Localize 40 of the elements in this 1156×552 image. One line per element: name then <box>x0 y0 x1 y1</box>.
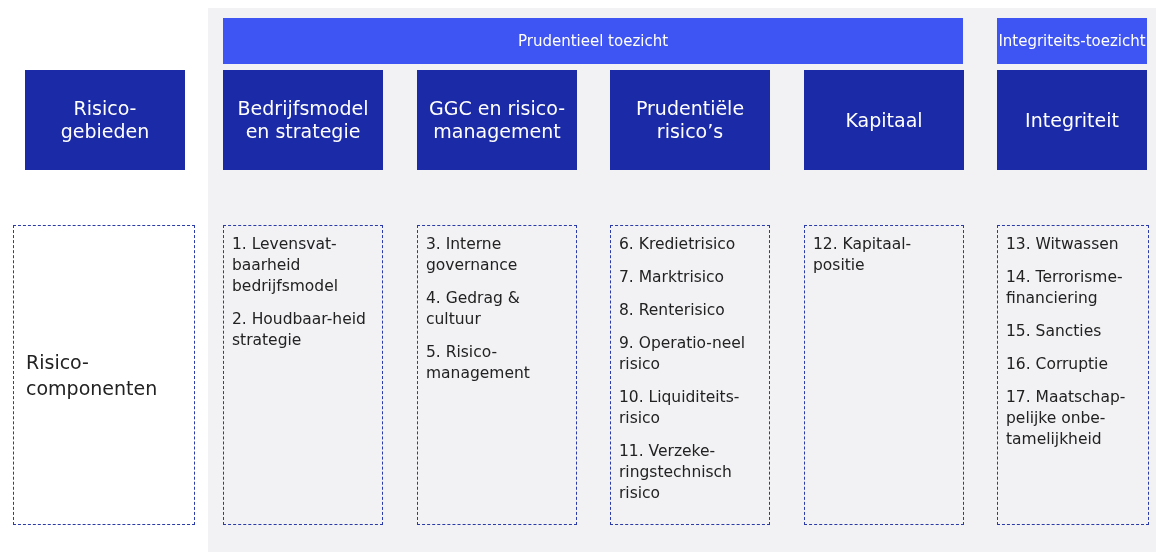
dashed-box <box>804 225 964 525</box>
category-box <box>223 70 383 170</box>
list-item: 16. Corruptie <box>1006 354 1109 375</box>
list-item: 5. Risico-management <box>426 342 531 384</box>
list-item: 15. Sancties <box>1006 321 1103 342</box>
list-item: 13. Witwassen <box>1006 234 1120 255</box>
box-title: GGC en risico-management <box>427 97 567 143</box>
list-item: 7. Marktrisico <box>619 267 726 288</box>
box-title: Kapitaal <box>845 108 923 132</box>
list-item: 10. Liquiditeits-risico <box>619 387 741 429</box>
list-item: 9. Operatio-neel risico <box>619 333 747 375</box>
dashed-box <box>610 225 770 525</box>
box-title: Prudentiële risico’s <box>634 97 746 143</box>
category-box <box>997 70 1147 170</box>
dashed-box <box>223 225 383 525</box>
dashed-box <box>13 225 195 525</box>
list-item: 4. Gedrag & cultuur <box>426 288 521 330</box>
row-label: Risico-componenten <box>26 350 159 401</box>
box-title: Integriteit <box>1025 108 1119 132</box>
list-item: 14. Terrorisme-financiering <box>1006 267 1124 309</box>
list-item: 6. Kredietrisico <box>619 234 737 255</box>
category-box <box>804 70 964 170</box>
list-item: 1. Levensvat-baarheid bedrijfsmodel <box>232 234 339 297</box>
list-item: 3. Interne governance <box>426 234 519 276</box>
band-title: Prudentieel toezicht <box>517 33 669 49</box>
header-band <box>997 18 1147 64</box>
box-title: Risico-gebieden <box>59 97 151 143</box>
list-item: 8. Renterisico <box>619 300 726 321</box>
list-item: 11. Verzeke-ringstechnisch risico <box>619 441 733 504</box>
dashed-box <box>417 225 577 525</box>
category-box <box>610 70 770 170</box>
header-band <box>223 18 963 64</box>
list-item: 17. Maatschap-pelijke onbe-tamelijkheid <box>1006 387 1127 450</box>
category-box <box>417 70 577 170</box>
box-title: Bedrijfsmodel en strategie <box>236 97 370 143</box>
category-box <box>25 70 185 170</box>
dashed-box <box>997 225 1149 525</box>
list-item: 12. Kapitaal-positie <box>813 234 913 276</box>
band-title: Integriteits-toezicht <box>998 33 1146 49</box>
list-item: 2. Houdbaar-heid strategie <box>232 309 367 351</box>
